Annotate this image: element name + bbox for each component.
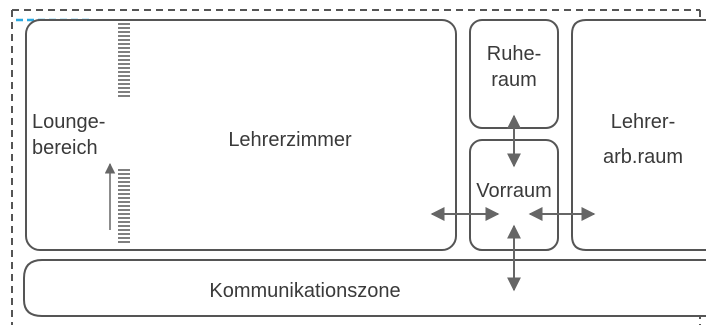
- kommunikationszone-label: Kommunikationszone: [209, 280, 400, 302]
- building-boundary: [11, 9, 701, 325]
- ruheraum-label-line1: Ruhe-: [487, 43, 541, 65]
- lounge-label-line2: bereich: [32, 137, 98, 159]
- room-arbeitsraum[interactable]: [571, 19, 706, 251]
- ruheraum-label-line2: raum: [491, 69, 537, 91]
- arbeitsraum-label-line2: arb.raum: [603, 146, 683, 168]
- lehrerzimmer-label: Lehrerzimmer: [228, 129, 352, 151]
- room-kommunikationszone[interactable]: [23, 259, 706, 317]
- lounge-label-line1: Lounge-: [32, 111, 105, 133]
- room-lehrerzimmer[interactable]: [25, 19, 457, 251]
- partition-wall-top: [118, 23, 130, 97]
- arbeitsraum-label-line1: Lehrer-: [611, 111, 675, 133]
- vorraum-label: Vorraum: [476, 180, 552, 202]
- partition-wall-bottom: [118, 169, 130, 243]
